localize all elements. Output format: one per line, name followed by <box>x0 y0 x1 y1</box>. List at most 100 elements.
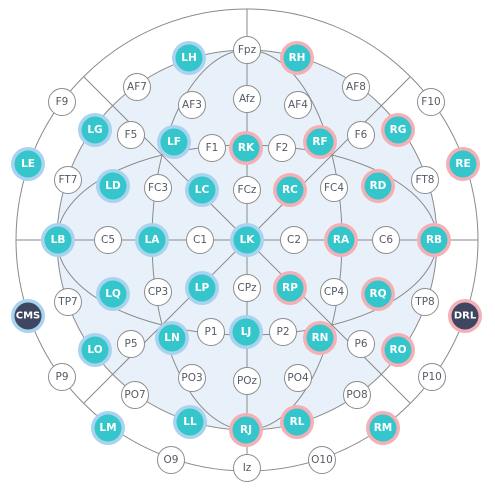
electrode-p5: P5 <box>117 330 145 358</box>
electrode-disc <box>232 416 260 444</box>
electrode-cp3: CP3 <box>144 278 172 306</box>
electrode-ra: RA <box>324 223 358 257</box>
electrode-disc <box>99 172 127 200</box>
electrode-disc <box>138 226 166 254</box>
electrode-disc <box>14 302 42 330</box>
electrode-disc <box>99 280 127 308</box>
electrode-disc <box>347 330 375 358</box>
electrode-f5: F5 <box>117 121 145 149</box>
electrode-rh: RH <box>280 41 314 75</box>
electrode-ft8: FT8 <box>411 166 439 194</box>
electrode-disc <box>188 176 216 204</box>
electrode-disc <box>144 174 172 202</box>
electrode-disc <box>14 150 42 178</box>
electrode-disc <box>280 226 308 254</box>
electrode-ld: LD <box>96 169 130 203</box>
electrode-lm: LM <box>91 411 125 445</box>
electrode-disc <box>347 121 375 149</box>
electrode-disc <box>306 324 334 352</box>
electrode-rf: RF <box>303 125 337 159</box>
electrode-disc <box>268 134 296 162</box>
electrode-disc <box>343 381 371 409</box>
electrode-disc <box>233 367 261 395</box>
electrode-f6: F6 <box>347 121 375 149</box>
electrode-disc <box>144 278 172 306</box>
electrode-disc <box>276 274 304 302</box>
electrode-c1: C1 <box>186 226 214 254</box>
electrode-le: LE <box>11 147 45 181</box>
electrode-lc: LC <box>185 173 219 207</box>
electrode-disc <box>175 44 203 72</box>
electrode-disc <box>369 414 397 442</box>
electrode-af8: AF8 <box>342 73 370 101</box>
electrode-disc <box>411 166 439 194</box>
electrode-la: LA <box>135 223 169 257</box>
electrode-disc <box>233 274 261 302</box>
electrode-disc <box>284 364 312 392</box>
electrode-disc <box>417 88 445 116</box>
electrode-disc <box>94 226 122 254</box>
electrode-disc <box>81 116 109 144</box>
electrode-fc4: FC4 <box>320 174 348 202</box>
electrode-disc <box>306 128 334 156</box>
electrode-disc <box>121 381 149 409</box>
electrode-disc <box>451 302 479 330</box>
electrode-disc <box>81 336 109 364</box>
electrode-lj: LJ <box>229 315 263 349</box>
electrode-disc <box>117 330 145 358</box>
electrode-disc <box>233 85 261 113</box>
electrode-disc <box>364 280 392 308</box>
electrode-disc <box>276 176 304 204</box>
electrode-af3: AF3 <box>178 91 206 119</box>
electrode-disc <box>233 176 261 204</box>
electrode-cp4: CP4 <box>320 278 348 306</box>
electrode-disc <box>188 274 216 302</box>
electrode-p1: P1 <box>197 318 225 346</box>
electrode-c5: C5 <box>94 226 122 254</box>
electrode-disc <box>449 150 477 178</box>
electrode-disc <box>232 318 260 346</box>
electrode-af4: AF4 <box>284 91 312 119</box>
electrode-re: RE <box>446 147 480 181</box>
electrode-cpz: CPz <box>233 274 261 302</box>
electrode-rd: RD <box>361 169 395 203</box>
electrode-disc <box>123 73 151 101</box>
electrode-lf: LF <box>157 125 191 159</box>
electrode-disc <box>320 174 348 202</box>
electrode-po3: PO3 <box>178 364 206 392</box>
electrode-rk: RK <box>229 131 263 165</box>
electrode-cms: CMS <box>11 299 45 333</box>
electrode-p10: P10 <box>418 363 446 391</box>
electrode-lo: LO <box>78 333 112 367</box>
electrode-fc3: FC3 <box>144 174 172 202</box>
electrode-o9: O9 <box>157 446 185 474</box>
electrode-disc <box>327 226 355 254</box>
electrode-ro: RO <box>381 333 415 367</box>
electrode-disc <box>198 134 226 162</box>
electrode-disc <box>372 226 400 254</box>
electrode-f9: F9 <box>48 88 76 116</box>
electrode-f2: F2 <box>268 134 296 162</box>
electrode-disc <box>117 121 145 149</box>
electrode-ln: LN <box>155 321 189 355</box>
electrode-lp: LP <box>185 271 219 305</box>
electrode-poz: POz <box>233 367 261 395</box>
electrode-ft7: FT7 <box>54 166 82 194</box>
electrode-rc: RC <box>273 173 307 207</box>
electrode-disc <box>157 446 185 474</box>
electrode-disc <box>186 226 214 254</box>
electrode-disc <box>232 134 260 162</box>
electrode-disc <box>269 318 297 346</box>
electrode-rq: RQ <box>361 277 395 311</box>
electrode-disc <box>364 172 392 200</box>
electrode-disc <box>48 88 76 116</box>
electrode-c2: C2 <box>280 226 308 254</box>
electrode-disc <box>178 91 206 119</box>
electrode-disc <box>44 226 72 254</box>
electrode-disc <box>420 226 448 254</box>
electrode-lb: LB <box>41 223 75 257</box>
electrode-rn: RN <box>303 321 337 355</box>
electrode-p6: P6 <box>347 330 375 358</box>
